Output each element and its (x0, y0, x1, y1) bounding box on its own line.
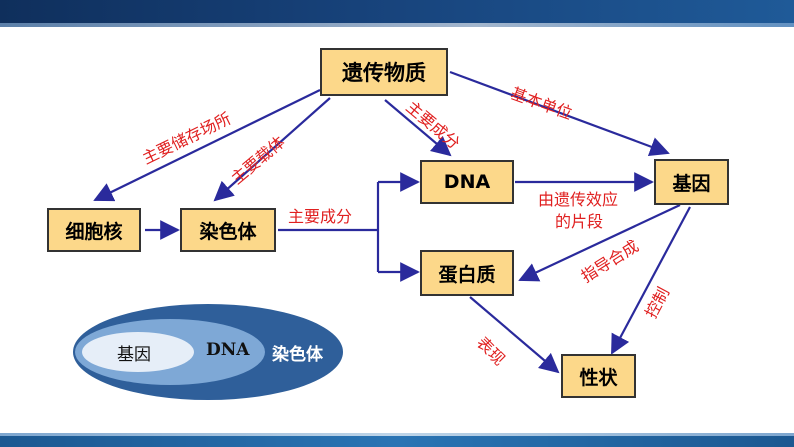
node-nucleus: 细胞核 (47, 208, 141, 252)
node-heredity: 遗传物质 (320, 48, 448, 96)
arrow-heredity-chromosome (213, 97, 331, 202)
arrow-heredity-nucleus (93, 89, 321, 202)
node-gene: 基因 (654, 159, 729, 205)
node-chromosome: 染色体 (180, 208, 276, 252)
bottom-banner (0, 433, 794, 447)
label-effect-line1: 由遗传效应 (538, 190, 619, 209)
arrow-heredity-gene (449, 70, 670, 157)
node-trait: 性状 (561, 354, 636, 398)
venn-inner-label: 基因 (117, 345, 151, 365)
arrow-heredity-dna (384, 99, 452, 157)
arrow-protein-trait (469, 296, 560, 374)
top-banner (0, 0, 794, 27)
node-dna: DNA (420, 160, 514, 204)
node-protein: 蛋白质 (420, 250, 514, 296)
venn-inner-ellipse (82, 332, 194, 372)
venn-outer-label: 染色体 (272, 345, 323, 365)
label-main-comp-chromosome: 主要成分 (288, 207, 353, 226)
arrow-gene-protein (518, 204, 681, 282)
arrow-gene-trait (611, 206, 691, 355)
label-effect-line2: 的片段 (555, 212, 604, 231)
venn-middle-label: DNA (206, 340, 250, 360)
